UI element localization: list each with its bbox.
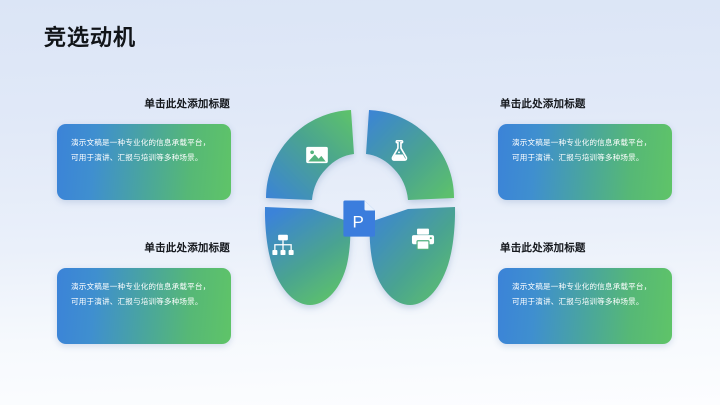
powerpoint-letter: P [353, 213, 364, 232]
item-body-bottom-left: 演示文稿是一种专业化的信息承载平台，可用于演讲、汇报与培训等多种场景。 [71, 282, 211, 306]
item-body-top-left: 演示文稿是一种专业化的信息承载平台，可用于演讲、汇报与培训等多种场景。 [71, 138, 211, 162]
item-heading-bottom-right: 单击此处添加标题 [500, 242, 586, 254]
item-card-top-left[interactable]: 演示文稿是一种专业化的信息承载平台，可用于演讲、汇报与培训等多种场景。 [57, 124, 231, 200]
petal-bottom-left[interactable] [264, 207, 351, 305]
item-heading-bottom-left: 单击此处添加标题 [144, 242, 230, 254]
petal-diagram-svg [264, 110, 456, 305]
petal-diagram: P [240, 100, 480, 315]
item-card-bottom-left[interactable]: 演示文稿是一种专业化的信息承载平台，可用于演讲、汇报与培训等多种场景。 [57, 268, 231, 344]
petal-top-left[interactable] [266, 110, 354, 200]
item-heading-top-right: 单击此处添加标题 [500, 98, 586, 110]
page-title: 竞选动机 [44, 25, 137, 50]
item-heading-top-left: 单击此处添加标题 [144, 98, 230, 110]
item-body-top-right: 演示文稿是一种专业化的信息承载平台，可用于演讲、汇报与培训等多种场景。 [512, 138, 652, 162]
petal-bottom-right[interactable] [369, 207, 456, 305]
item-body-bottom-right: 演示文稿是一种专业化的信息承载平台，可用于演讲、汇报与培训等多种场景。 [512, 282, 652, 306]
powerpoint-file-icon[interactable]: P [343, 199, 377, 237]
item-card-bottom-right[interactable]: 演示文稿是一种专业化的信息承载平台，可用于演讲、汇报与培训等多种场景。 [498, 268, 672, 344]
petal-top-right[interactable] [366, 110, 454, 200]
item-card-top-right[interactable]: 演示文稿是一种专业化的信息承载平台，可用于演讲、汇报与培训等多种场景。 [498, 124, 672, 200]
